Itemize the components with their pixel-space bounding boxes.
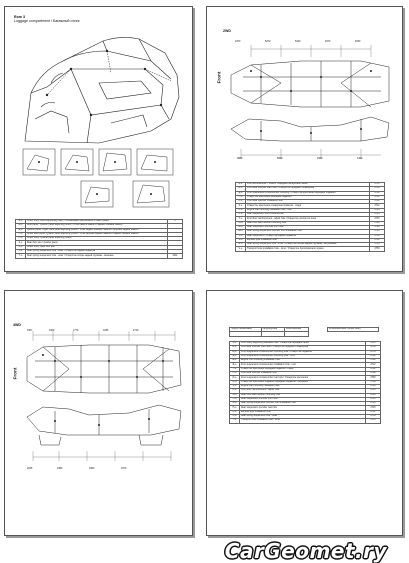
page2-dim-label-1: 2370 <box>235 40 241 43</box>
underbody-diagram-2wd <box>230 45 390 159</box>
brand-logo: CarGeomet.ry <box>224 539 387 563</box>
luggage-compartment-drawing <box>24 37 180 144</box>
underbody-diagram-4wd <box>26 331 182 461</box>
manual-page-4: Height/Нормальная Length/Длина Width/Шир… <box>206 290 403 536</box>
legend-code: Ч-ъ <box>235 246 246 252</box>
page3-dim-label-5: 2710 <box>133 329 139 332</box>
page4-header-right-cell: Wheelbase/База (Wheel base) <box>327 326 379 333</box>
page4-header-table: Height/Нормальная Length/Длина Width/Шир… <box>229 326 310 337</box>
detail-views <box>22 148 174 208</box>
legend-description: Transport hook installation hole - inner <box>239 418 366 424</box>
page3-dim-label-9: 1570 <box>121 467 127 470</box>
manual-page-1: Rom 3 Luggage compartment / Багажный отс… <box>4 6 193 272</box>
legend-description: Transport hook installation hole - inner… <box>245 246 370 252</box>
page3-dim-label-7: 2380 <box>57 467 63 470</box>
page2-dim-label-9: 1490 <box>357 157 363 160</box>
page3-dim-label-8: 1690 <box>89 467 95 470</box>
page1-heading: Rom 3 <box>14 15 25 19</box>
legend-description: Rear spring suspension hole - outer / От… <box>25 253 168 259</box>
page3-dim-label-3: 1770 <box>73 329 79 332</box>
legend-code: Т-ъ <box>229 418 240 424</box>
manual-page-3: 4WD Front 1567 1660 1770 16 <box>4 290 193 536</box>
page2-dim-label-8: 1560 <box>317 157 323 160</box>
page3-dim-label-6: 2645 <box>27 467 33 470</box>
page2-heading: 2WD <box>223 29 231 33</box>
page2-dim-label-3: 5440 <box>295 40 301 43</box>
page2-dim-label-7: 5820 <box>277 157 283 160</box>
page3-dim-label-2: 1660 <box>49 329 55 332</box>
legend-value: 2753 <box>369 246 385 252</box>
footer-banner: CarGeomet.ry <box>0 538 409 563</box>
page2-dim-label-6: 3880 <box>237 157 243 160</box>
page3-front-label: Front <box>12 367 18 380</box>
page2-dim-label-2: 5270 <box>265 40 271 43</box>
legend-code: Т-ъ <box>15 253 26 259</box>
page3-dim-label-1: 1567 <box>27 329 33 332</box>
legend-value: 2753 <box>365 418 381 424</box>
page2-dim-label-5: 4630 <box>355 40 361 43</box>
manual-page-2: 2WD Front 2370 5270 5440 4670 4630 3880 … <box>206 6 403 272</box>
page3-heading: 4WD <box>13 323 21 327</box>
page2-dim-label-4: 4670 <box>325 40 331 43</box>
page3-dim-label-4: 1635 <box>103 329 109 332</box>
page4-header-right: Wheelbase/База (Wheel base) <box>327 326 379 333</box>
legend-value: 2211 <box>167 253 183 259</box>
page1-subheading: Luggage compartment / Багажный отсек <box>14 19 80 23</box>
